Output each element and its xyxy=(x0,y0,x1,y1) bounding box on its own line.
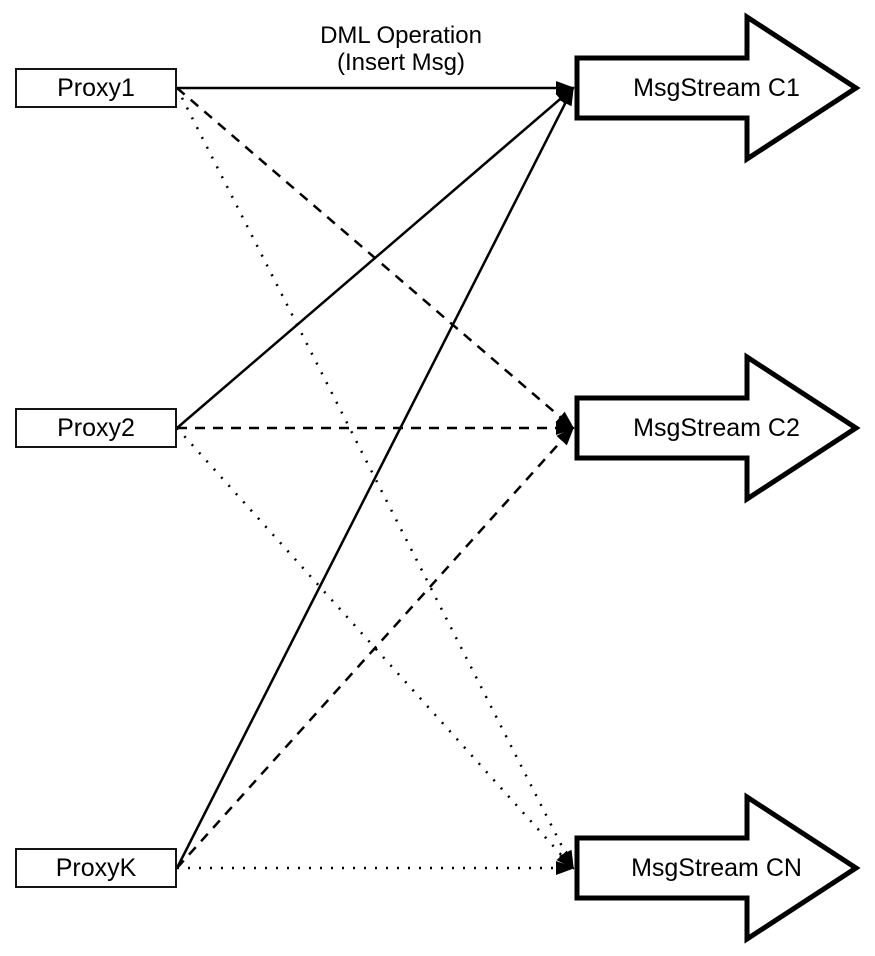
proxy2-label: Proxy2 xyxy=(57,413,135,442)
proxy1-label: Proxy1 xyxy=(57,73,135,102)
proxyk-label: ProxyK xyxy=(55,853,137,882)
edge-proxyk-c2-dashed xyxy=(176,426,575,869)
proxy2-node: Proxy2 xyxy=(15,408,177,448)
dml-operation-label: DML Operation (Insert Msg) xyxy=(320,22,482,76)
proxy1-node: Proxy1 xyxy=(15,68,177,108)
msgstream-arrow-c2 xyxy=(574,352,861,504)
msgstream-arrow-c1 xyxy=(574,12,861,164)
msgstream-arrow-cn xyxy=(574,792,861,944)
proxyk-node: ProxyK xyxy=(15,848,177,888)
edge-layer xyxy=(175,81,575,875)
stream-arrow-layer xyxy=(574,12,861,944)
edge-proxyk-c1-solid xyxy=(175,86,575,869)
edge-proxy2-c1-solid xyxy=(176,86,575,429)
